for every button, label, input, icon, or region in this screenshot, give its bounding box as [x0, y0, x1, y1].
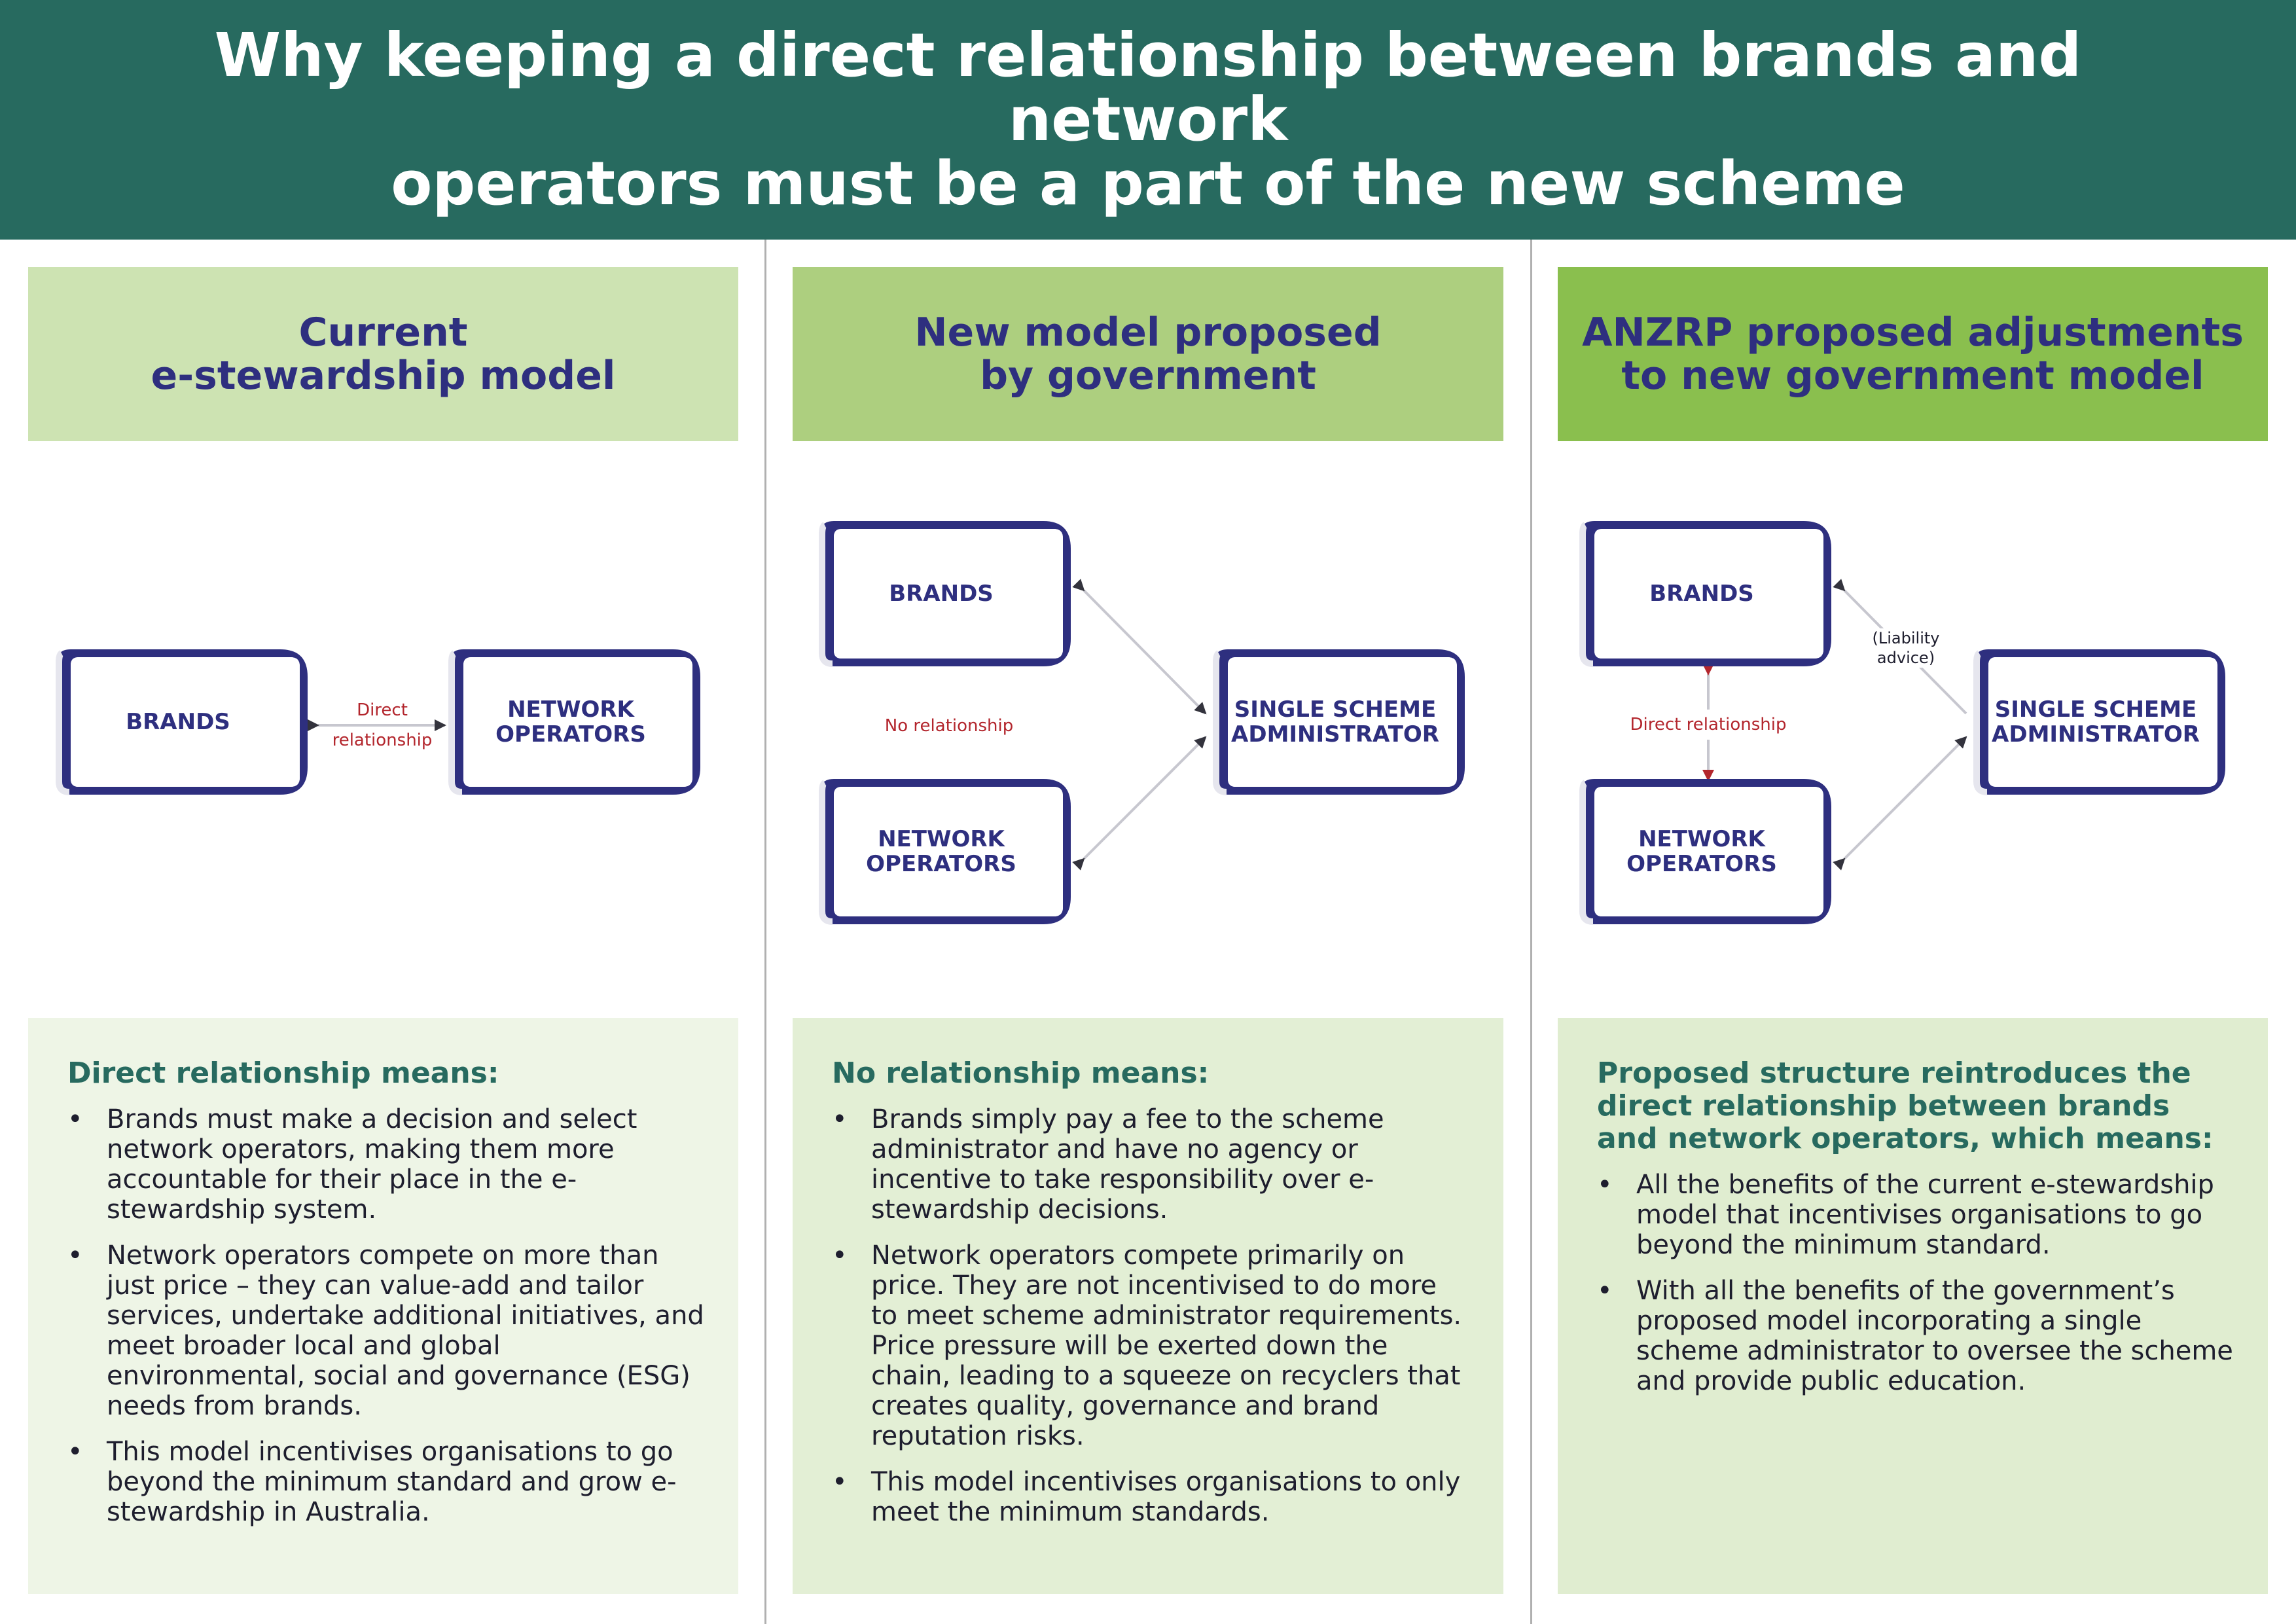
- page-title: Why keeping a direct relationship betwee…: [214, 20, 2082, 219]
- bullet-point: All the benefits of the current e-stewar…: [1597, 1170, 2235, 1260]
- liability-advice-label: (Liability advice): [1856, 628, 1956, 668]
- node-label: SINGLE SCHEME ADMINISTRATOR: [1992, 696, 2200, 748]
- node-brands: BRANDS: [54, 649, 315, 800]
- column-divider: [1530, 240, 1532, 1624]
- column-divider: [764, 240, 766, 1624]
- node-label: NETWORK OPERATORS: [495, 696, 646, 748]
- bullet-list: All the benefits of the current e-stewar…: [1597, 1170, 2235, 1396]
- node-network-operators: NETWORK OPERATORS: [1577, 779, 1839, 929]
- panel-title: No relationship means:: [832, 1056, 1210, 1090]
- brands-administrator-connector: [1072, 579, 1207, 715]
- bullet-list: Brands must make a decision and select n…: [67, 1104, 706, 1527]
- node-brands: BRANDS: [817, 521, 1079, 672]
- node-network-operators: NETWORK OPERATORS: [446, 649, 708, 800]
- operators-administrator-connector: [1072, 736, 1207, 871]
- node-label: NETWORK OPERATORS: [1626, 826, 1777, 877]
- panel-title: Proposed structure reintroduces the dire…: [1597, 1056, 2214, 1155]
- bullet-point: This model incentivises organisations to…: [67, 1437, 706, 1527]
- relationship-label-none: No relationship: [884, 716, 1014, 736]
- relationship-label-direct: Direct relationship: [1577, 710, 1839, 740]
- node-label: NETWORK OPERATORS: [866, 826, 1016, 877]
- header-banner: Why keeping a direct relationship betwee…: [0, 0, 2296, 240]
- explanation-panel-current: Direct relationship means: Brands must m…: [28, 1018, 738, 1594]
- panel-title: Direct relationship means:: [67, 1056, 499, 1090]
- bullet-point: Brands simply pay a fee to the scheme ad…: [832, 1104, 1471, 1225]
- explanation-panel-anzrp: Proposed structure reintroduces the dire…: [1558, 1018, 2268, 1594]
- node-label: BRANDS: [126, 709, 230, 735]
- node-single-scheme-administrator: SINGLE SCHEME ADMINISTRATOR: [1971, 649, 2233, 800]
- node-label: SINGLE SCHEME ADMINISTRATOR: [1231, 696, 1439, 748]
- bullet-point: Network operators compete primarily on p…: [832, 1240, 1471, 1451]
- column-heading-government-model: New model proposed by government: [793, 267, 1503, 441]
- bullet-point: This model incentivises organisations to…: [832, 1467, 1471, 1527]
- column-heading-anzrp-adjustments: ANZRP proposed adjustments to new govern…: [1558, 267, 2268, 441]
- node-single-scheme-administrator: SINGLE SCHEME ADMINISTRATOR: [1211, 649, 1473, 800]
- relationship-label-direct: Direct relationship: [332, 700, 433, 750]
- node-network-operators: NETWORK OPERATORS: [817, 779, 1079, 929]
- operators-administrator-connector: [1833, 736, 1967, 871]
- explanation-panel-government: No relationship means: Brands simply pay…: [793, 1018, 1503, 1594]
- node-label: BRANDS: [889, 581, 994, 607]
- bullet-point: Brands must make a decision and select n…: [67, 1104, 706, 1225]
- bullet-point: With all the benefits of the government’…: [1597, 1276, 2235, 1396]
- bullet-list: Brands simply pay a fee to the scheme ad…: [832, 1104, 1471, 1527]
- column-heading-current-model: Current e-stewardship model: [28, 267, 738, 441]
- bullet-point: Network operators compete on more than j…: [67, 1240, 706, 1421]
- node-brands: BRANDS: [1577, 521, 1839, 672]
- node-label: BRANDS: [1649, 581, 1754, 607]
